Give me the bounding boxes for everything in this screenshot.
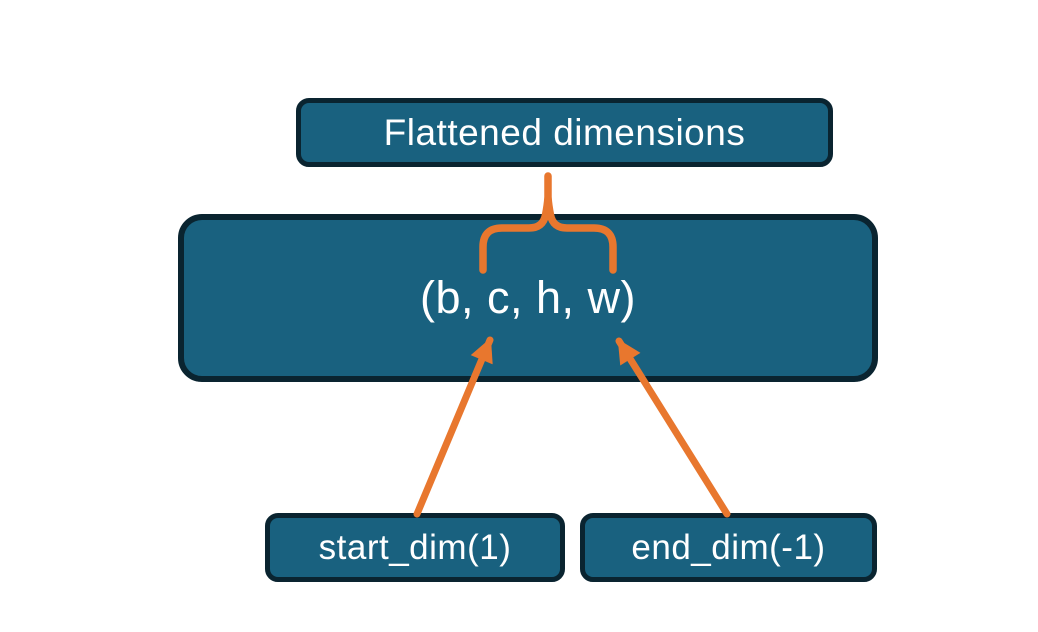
flattened-dimensions-box: Flattened dimensions: [296, 98, 833, 167]
flattened-dimensions-label: Flattened dimensions: [383, 111, 746, 153]
end-dim-label: end_dim(-1): [631, 527, 826, 567]
tensor-shape-box: (b, c, h, w): [178, 214, 878, 382]
tensor-shape-label: (b, c, h, w): [419, 272, 637, 323]
start-dim-label: start_dim(1): [318, 527, 512, 567]
start-dim-box: start_dim(1): [265, 513, 565, 582]
end-dim-box: end_dim(-1): [580, 513, 877, 582]
